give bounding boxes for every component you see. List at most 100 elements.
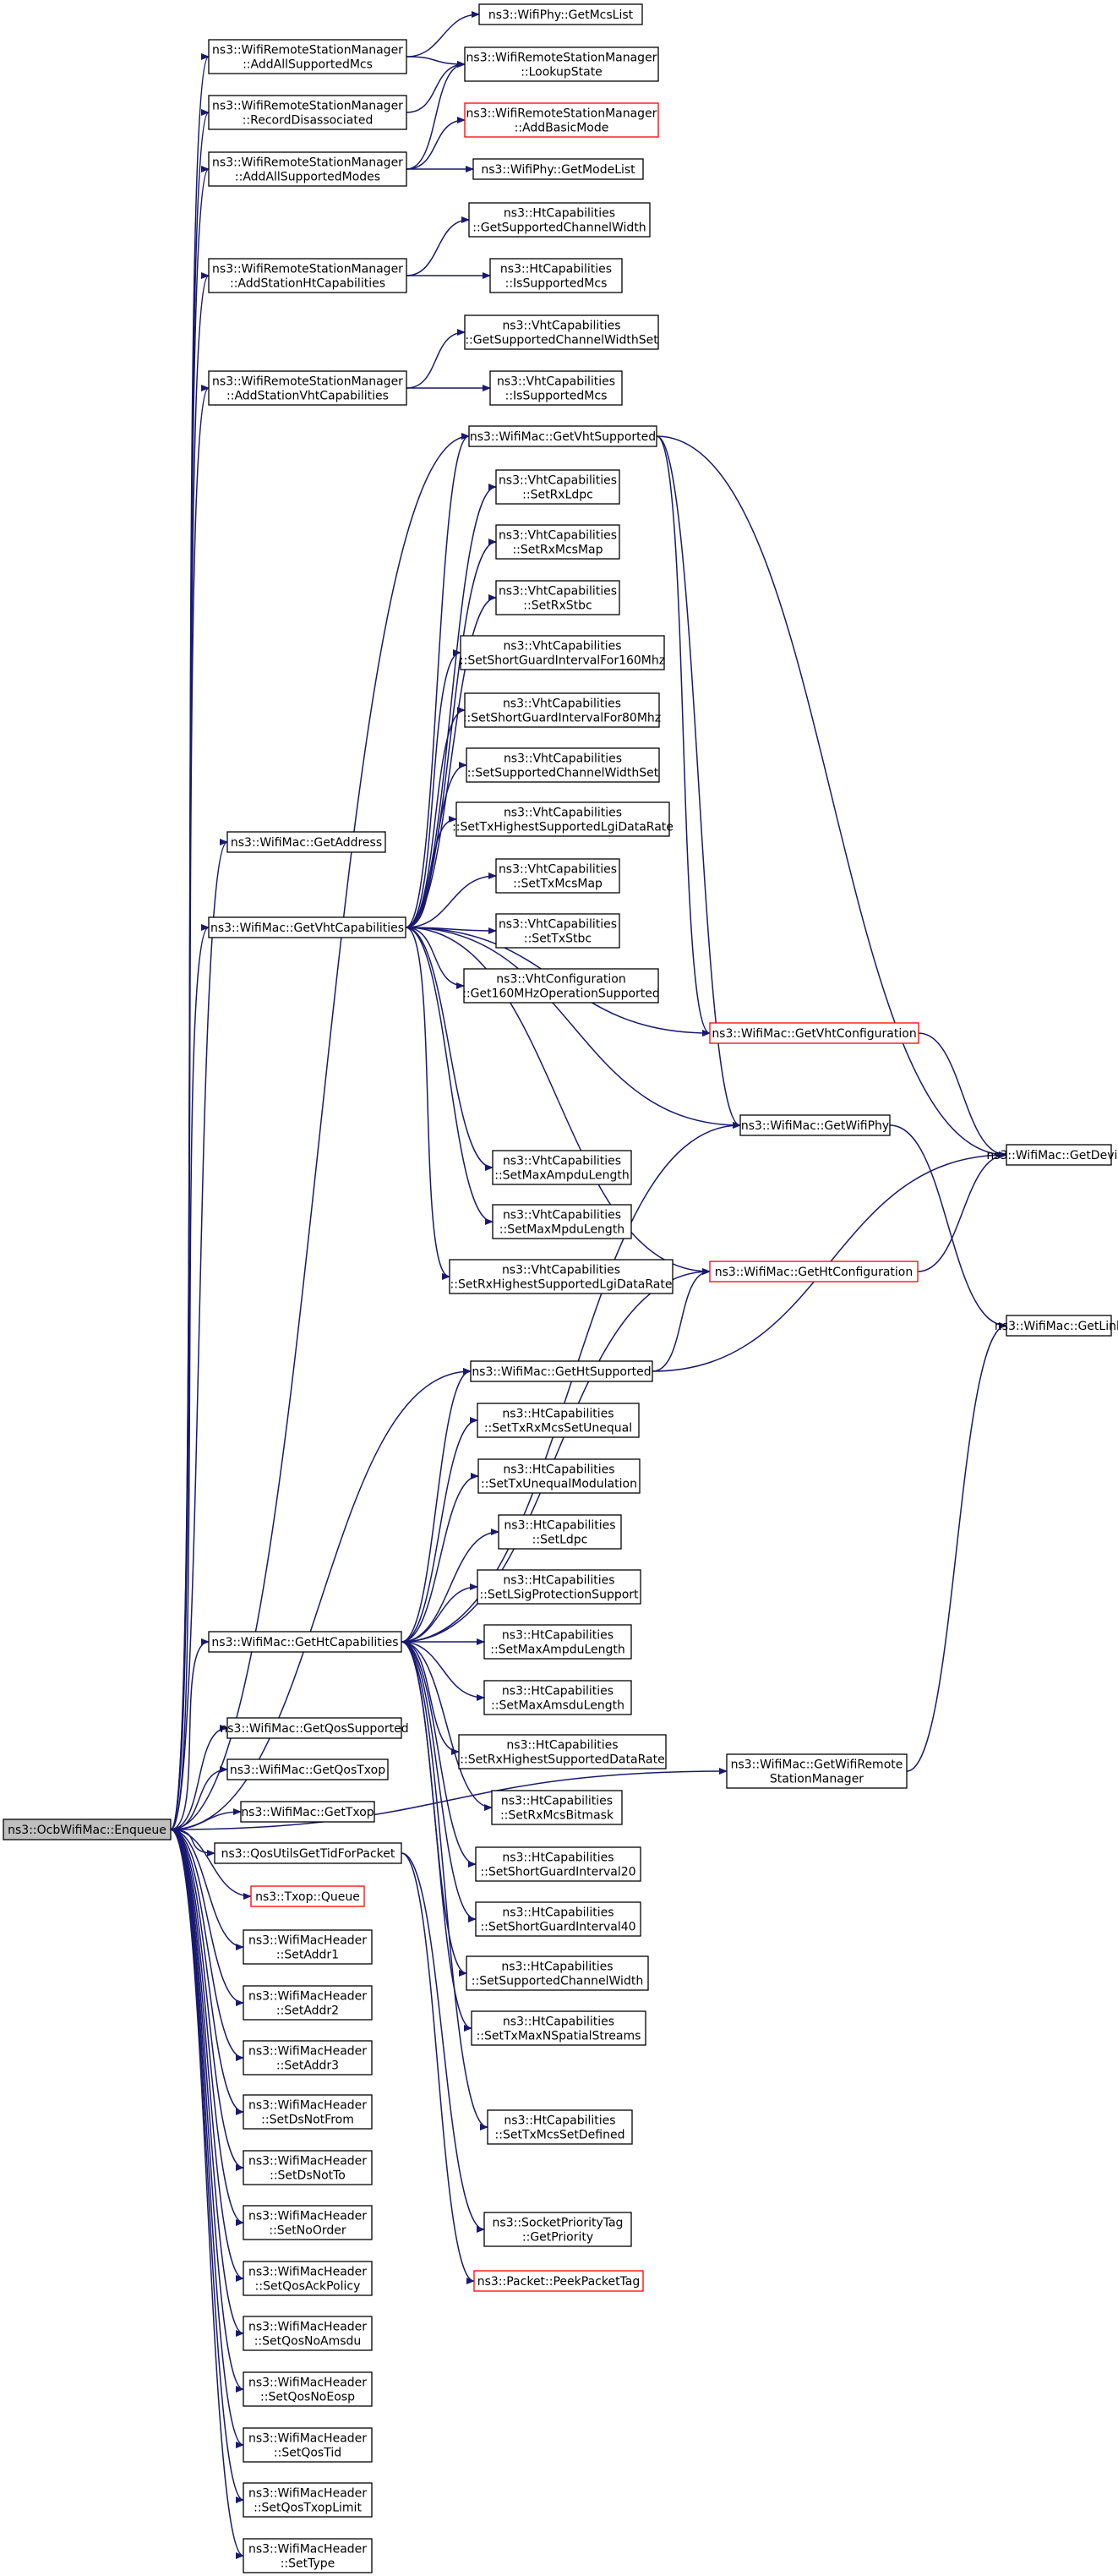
node-addhtcap[interactable]: ns3::WifiRemoteStationManager::AddStatio… bbox=[208, 258, 407, 293]
node-box bbox=[709, 1022, 919, 1044]
node-vrxstbc[interactable]: ns3::VhtCapabilities::SetRxStbc bbox=[495, 580, 620, 615]
node-txopq[interactable]: ns3::Txop::Queue bbox=[250, 1885, 365, 1907]
node-vsgi160[interactable]: ns3::VhtCapabilities::SetShortGuardInter… bbox=[460, 635, 665, 670]
node-getphy[interactable]: ns3::WifiMac::GetWifiPhy bbox=[739, 1114, 891, 1136]
node-addbasic[interactable]: ns3::WifiRemoteStationManager::AddBasicM… bbox=[464, 102, 659, 138]
node-box bbox=[472, 158, 644, 180]
node-vrxldpc[interactable]: ns3::VhtCapabilities::SetRxLdpc bbox=[495, 469, 620, 505]
edge-path bbox=[652, 1268, 711, 1372]
node-getdevice[interactable]: ns3::WifiMac::GetDevice bbox=[986, 1144, 1118, 1166]
node-box bbox=[460, 635, 665, 670]
node-label: ns3::WifiMac::GetVhtConfiguration bbox=[712, 1027, 916, 1041]
node-gethtsup[interactable]: ns3::WifiMac::GetHtSupported bbox=[470, 1360, 653, 1382]
node-lookup[interactable]: ns3::WifiRemoteStationManager::LookupSta… bbox=[464, 46, 659, 82]
node-vrxmcs[interactable]: ns3::VhtCapabilities::SetRxMcsMap bbox=[495, 524, 620, 560]
node-noorder[interactable]: ns3::WifiMacHeader::SetNoOrder bbox=[243, 2205, 373, 2240]
node-vconf160[interactable]: ns3::VhtConfiguration::Get160MHzOperatio… bbox=[462, 968, 660, 1004]
node-getwrsm[interactable]: ns3::WifiMac::GetWifiRemoteStationManage… bbox=[726, 1753, 908, 1789]
edge-path bbox=[406, 61, 466, 113]
node-addallmodes[interactable]: ns3::WifiRemoteStationManager::AddAllSup… bbox=[208, 151, 407, 187]
node-htunequal[interactable]: ns3::HtCapabilities::SetTxRxMcsSetUnequa… bbox=[477, 1403, 640, 1438]
edge-path bbox=[401, 1641, 472, 2032]
node-label: ::GetSupportedChannelWidth bbox=[472, 222, 646, 235]
node-qostid2[interactable]: ns3::WifiMacHeader::SetQosTid bbox=[243, 2427, 373, 2463]
node-addvhtcap[interactable]: ns3::WifiRemoteStationManager::AddStatio… bbox=[208, 370, 407, 406]
node-vmaxmpdu[interactable]: ns3::VhtCapabilities::SetMaxMpduLength bbox=[492, 1204, 632, 1239]
node-getlink[interactable]: ns3::WifiMac::GetLink bbox=[995, 1315, 1118, 1337]
node-htsgi40[interactable]: ns3::HtCapabilities::SetShortGuardInterv… bbox=[475, 1901, 641, 1937]
node-htmaxampdu[interactable]: ns3::HtCapabilities::SetMaxAmpduLength bbox=[483, 1624, 632, 1660]
node-qostxop[interactable]: ns3::WifiMacHeader::SetQosTxopLimit bbox=[243, 2482, 373, 2518]
node-vhtissup[interactable]: ns3::VhtCapabilities::IsSupportedMcs bbox=[489, 370, 623, 406]
edge-gethtcap-to-htlsig bbox=[401, 1583, 478, 1643]
node-vrxhigh[interactable]: ns3::VhtCapabilities::SetRxHighestSuppor… bbox=[449, 1259, 674, 1294]
node-htrxbit[interactable]: ns3::HtCapabilities::SetRxMcsBitmask bbox=[491, 1790, 623, 1825]
node-label: ::SetShortGuardIntervalFor80Mhz bbox=[463, 712, 661, 725]
node-box bbox=[483, 1680, 632, 1715]
node-htmaxss[interactable]: ns3::HtCapabilities::SetTxMaxNSpatialStr… bbox=[471, 2010, 646, 2046]
node-peektag[interactable]: ns3::Packet::PeekPacketTag bbox=[473, 2270, 644, 2292]
node-label: ns3::HtCapabilities bbox=[502, 1906, 614, 1920]
node-getaddr[interactable]: ns3::WifiMac::GetAddress bbox=[226, 831, 386, 853]
node-htgetcw[interactable]: ns3::HtCapabilities::GetSupportedChannel… bbox=[468, 202, 651, 238]
node-htlsig[interactable]: ns3::HtCapabilities::SetLSigProtectionSu… bbox=[477, 1569, 641, 1605]
edge-path bbox=[170, 433, 470, 1830]
node-getqostxop[interactable]: ns3::WifiMac::GetQosTxop bbox=[226, 1758, 389, 1780]
edge-root-to-addr1 bbox=[170, 1829, 244, 1950]
node-qosnoamsdu[interactable]: ns3::WifiMacHeader::SetQosNoAmsdu bbox=[243, 2316, 373, 2351]
node-label: ::SetRxHighestSupportedDataRate bbox=[460, 1753, 664, 1767]
node-qosack[interactable]: ns3::WifiMacHeader::SetQosAckPolicy bbox=[243, 2261, 373, 2296]
node-addr2[interactable]: ns3::WifiMacHeader::SetAddr2 bbox=[243, 1985, 373, 2021]
node-vtxstbc[interactable]: ns3::VhtCapabilities::SetTxStbc bbox=[495, 913, 620, 949]
node-label: ::SetShortGuardInterval40 bbox=[480, 1921, 635, 1934]
node-recdis[interactable]: ns3::WifiRemoteStationManager::RecordDis… bbox=[208, 95, 407, 130]
nodes-layer: ns3::OcbWifiMac::Enqueuens3::WifiRemoteS… bbox=[3, 3, 1118, 2573]
node-vhtgetcws[interactable]: ns3::VhtCapabilities::GetSupportedChanne… bbox=[464, 314, 659, 350]
node-vsgi80[interactable]: ns3::VhtCapabilities::SetShortGuardInter… bbox=[463, 692, 661, 728]
node-vtxmcs[interactable]: ns3::VhtCapabilities::SetTxMcsMap bbox=[495, 858, 620, 894]
node-getvhtcap[interactable]: ns3::WifiMac::GetVhtCapabilities bbox=[208, 916, 406, 938]
node-dsnotto[interactable]: ns3::WifiMacHeader::SetDsNotTo bbox=[243, 2150, 373, 2185]
edge-path bbox=[401, 1641, 460, 1755]
node-box bbox=[495, 469, 620, 505]
node-htsupcw[interactable]: ns3::HtCapabilities::SetSupportedChannel… bbox=[466, 1955, 649, 1991]
node-sockprio[interactable]: ns3::SocketPriorityTag::GetPriority bbox=[483, 2212, 632, 2247]
node-label: ns3::WifiMacHeader bbox=[248, 2266, 367, 2279]
node-htldpc[interactable]: ns3::HtCapabilities::SetLdpc bbox=[498, 1514, 622, 1550]
node-vsupcw[interactable]: ns3::VhtCapabilities::SetSupportedChanne… bbox=[466, 747, 660, 783]
node-box bbox=[243, 2205, 373, 2240]
node-label: ns3::WifiMac::GetQosSupported bbox=[220, 1722, 408, 1736]
node-label: ns3::HtCapabilities bbox=[502, 1851, 614, 1865]
node-getmodelist[interactable]: ns3::WifiPhy::GetModeList bbox=[472, 158, 644, 180]
node-qosnoeosp[interactable]: ns3::WifiMacHeader::SetQosNoEosp bbox=[243, 2371, 373, 2407]
node-dsnotfrom[interactable]: ns3::WifiMacHeader::SetDsNotFrom bbox=[243, 2094, 373, 2130]
node-getqossup[interactable]: ns3::WifiMac::GetQosSupported bbox=[220, 1717, 409, 1739]
node-qostid[interactable]: ns3::QosUtilsGetTidForPacket bbox=[214, 1842, 402, 1864]
node-htrxhigh[interactable]: ns3::HtCapabilities::SetRxHighestSupport… bbox=[458, 1734, 667, 1769]
node-vmaxampdu[interactable]: ns3::VhtCapabilities::SetMaxAmpduLength bbox=[492, 1150, 632, 1185]
node-addr1[interactable]: ns3::WifiMacHeader::SetAddr1 bbox=[243, 1929, 373, 1965]
node-htunmod[interactable]: ns3::HtCapabilities::SetTxUnequalModulat… bbox=[477, 1458, 641, 1494]
node-htissup[interactable]: ns3::HtCapabilities::IsSupportedMcs bbox=[489, 258, 623, 293]
node-getvhtsup[interactable]: ns3::WifiMac::GetVhtSupported bbox=[468, 425, 657, 447]
node-htsgi20[interactable]: ns3::HtCapabilities::SetShortGuardInterv… bbox=[475, 1846, 641, 1882]
node-getmcslist[interactable]: ns3::WifiPhy::GetMcsList bbox=[478, 3, 643, 25]
node-gethtconf[interactable]: ns3::WifiMac::GetHtConfiguration bbox=[709, 1261, 919, 1283]
node-box bbox=[226, 1758, 389, 1780]
node-box bbox=[495, 580, 620, 615]
edge-getvhtcap-to-gethtconf bbox=[405, 927, 711, 1275]
node-addr3[interactable]: ns3::WifiMacHeader::SetAddr3 bbox=[243, 2040, 373, 2076]
node-gethtcap[interactable]: ns3::WifiMac::GetHtCapabilities bbox=[208, 1631, 402, 1653]
node-httxdef[interactable]: ns3::HtCapabilities::SetTxMcsSetDefined bbox=[487, 2109, 633, 2145]
node-label: ns3::HtCapabilities bbox=[501, 1795, 613, 1808]
node-getvhtconf[interactable]: ns3::WifiMac::GetVhtConfiguration bbox=[709, 1022, 919, 1044]
node-label: ns3::WifiMac::GetVhtCapabilities bbox=[210, 922, 404, 935]
node-htmaxamsdu[interactable]: ns3::HtCapabilities::SetMaxAmsduLength bbox=[483, 1680, 632, 1715]
edge-root-to-getqossup bbox=[170, 1725, 228, 1830]
node-label: ::SetTxStbc bbox=[524, 933, 592, 946]
node-settype[interactable]: ns3::WifiMacHeader::SetType bbox=[243, 2538, 373, 2573]
node-vtxhigh[interactable]: ns3::VhtCapabilities::SetTxHighestSuppor… bbox=[452, 801, 674, 837]
node-addallmcs[interactable]: ns3::WifiRemoteStationManager::AddAllSup… bbox=[208, 39, 407, 74]
edge-path bbox=[405, 927, 711, 1275]
node-gettxop[interactable]: ns3::WifiMac::GetTxop bbox=[240, 1801, 375, 1823]
